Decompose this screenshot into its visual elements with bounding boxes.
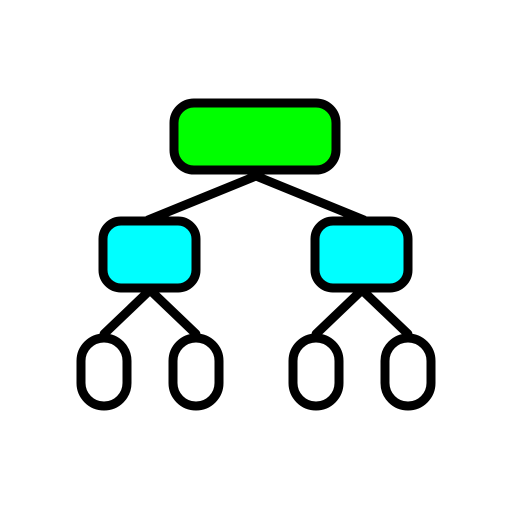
leaf-node-2 bbox=[168, 333, 224, 411]
left-child-node bbox=[98, 216, 201, 293]
edge-left-leaf-1 bbox=[99, 285, 155, 339]
right-child-node bbox=[310, 216, 413, 293]
root-node bbox=[169, 98, 341, 175]
leaf-node-1 bbox=[76, 333, 132, 411]
leaf-node-3 bbox=[288, 333, 344, 411]
edge-right-leaf-4 bbox=[357, 285, 413, 339]
edge-root-right bbox=[251, 171, 369, 225]
edge-root-left bbox=[143, 171, 261, 225]
edge-right-leaf-3 bbox=[311, 285, 367, 339]
edge-left-leaf-2 bbox=[145, 285, 201, 339]
leaf-node-4 bbox=[380, 333, 436, 411]
